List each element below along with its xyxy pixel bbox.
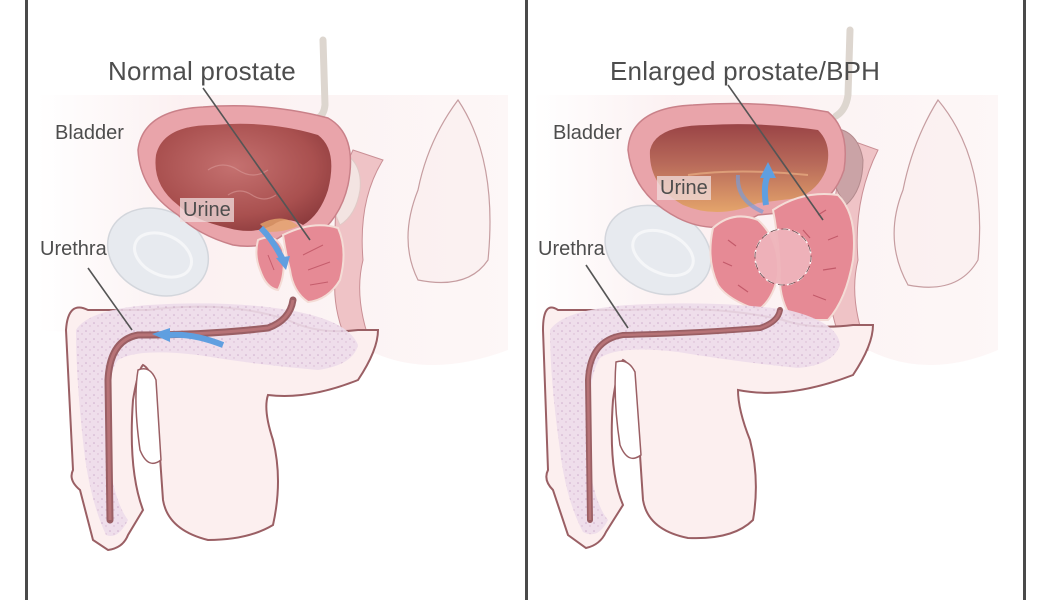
label-urine: Urine [180,198,234,222]
right-border [1023,0,1026,600]
label-urethra: Urethra [538,238,605,260]
left-border [25,0,28,600]
enlarged-prostate-pointer-line [727,84,824,221]
urethra-pointer-line [87,267,133,331]
panel-enlarged-prostate: Enlarged prostate/BPH Bladder Urine Uret… [528,0,1023,600]
label-bladder: Bladder [553,122,622,144]
panel-normal-prostate: Normal prostate Bladder Urine Urethra [28,0,525,600]
normal-prostate-pointer-line [202,87,311,241]
urine-flow-arrow-down [258,225,286,262]
enlarged-anatomy-illustration [533,26,998,550]
label-urine: Urine [657,176,711,200]
label-bladder: Bladder [55,122,124,144]
normal-anatomy-illustration [38,36,508,552]
panel-title-enlarged-prostate: Enlarged prostate/BPH [610,56,881,86]
center-divider [525,0,528,600]
label-urethra: Urethra [40,238,107,260]
urethra-pointer-line [585,264,629,329]
panel-title-normal-prostate: Normal prostate [108,56,296,86]
